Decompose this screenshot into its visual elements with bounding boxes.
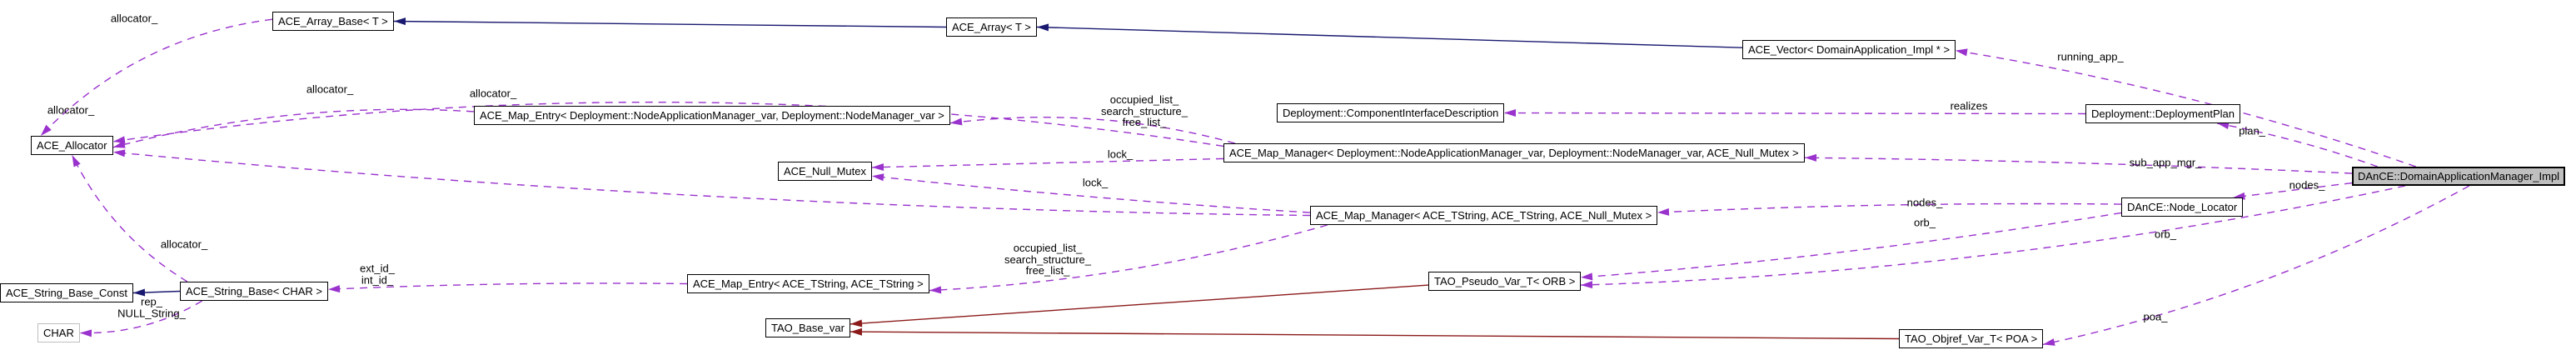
class-node-map_entry_dep[interactable]: ACE_Map_Entry< Deployment::NodeApplicati… (474, 106, 950, 125)
edge-label-nodes: nodes_ (1906, 196, 1943, 209)
arrowhead-map_manager_tstring-map_entry_tstring (929, 286, 942, 294)
edge-map_manager_tstring-ace_null_mutex (871, 175, 1311, 213)
edge-label-plan: plan_ (2239, 124, 2265, 138)
arrowhead-dance_dam-ace_vector (1956, 48, 1968, 57)
arrowhead-ace_vector-ace_array (1037, 23, 1049, 32)
class-node-char_node[interactable]: CHAR (37, 323, 80, 342)
class-node-string_base_char[interactable]: ACE_String_Base< CHAR > (180, 282, 329, 301)
edge-dance_dam-tao_pseudo_orb (1580, 185, 2406, 286)
edge-map_entry_dep-ace_allocator (112, 108, 475, 148)
arrowhead-node_locator-map_manager_tstring (1657, 208, 1670, 216)
edge-map_entry_tstring-string_base_char (327, 282, 688, 290)
edge-map_manager_dep-map_entry_dep (949, 117, 1236, 144)
arrowhead-map_manager_dep-map_entry_dep (950, 118, 963, 126)
edge-dance_dam-node_locator (2233, 182, 2353, 198)
arrowhead-tao_objref_poa-tao_base_var (850, 328, 863, 336)
class-node-map_manager_tstring[interactable]: ACE_Map_Manager< ACE_TString, ACE_TStrin… (1310, 206, 1658, 225)
arrowhead-string_base_char-ace_allocator (72, 155, 81, 168)
edge-tao_pseudo_orb-tao_base_var (850, 284, 1429, 325)
edge-dance_dam-map_manager_dep (1804, 157, 2353, 174)
arrowhead-dance_dam-deployment_plan (2217, 122, 2230, 129)
edge-label-ext-id: ext_id_ int_id_ (360, 262, 395, 286)
edge-dance_dam-deployment_plan (2216, 122, 2378, 168)
arrowhead-dance_dam-tao_objref_poa (2043, 338, 2055, 346)
edge-label-running-app: running_app_ (2057, 50, 2124, 63)
edge-map_manager_tstring-ace_allocator (112, 151, 1311, 217)
arrowhead-map_manager_dep-ace_null_mutex (872, 163, 884, 172)
arrowhead-string_base_char-char_node (80, 329, 92, 338)
arrowhead-ace_array-ace_array_base (394, 18, 406, 26)
edge-label-occupied-list: occupied_list_ search_structure_ free_li… (1100, 92, 1188, 128)
arrowhead-string_base_char-string_base_const (133, 288, 146, 297)
class-node-map_manager_dep[interactable]: ACE_Map_Manager< Deployment::NodeApplica… (1223, 143, 1805, 162)
class-node-tao_pseudo_orb[interactable]: TAO_Pseudo_Var_T< ORB > (1428, 272, 1582, 291)
class-node-comp_iface_desc[interactable]: Deployment::ComponentInterfaceDescriptio… (1277, 103, 1505, 122)
edge-map_manager_dep-ace_allocator (112, 101, 1224, 148)
edge-label-allocator: allocator_ (47, 103, 95, 117)
arrowhead-map_manager_tstring-ace_null_mutex (872, 173, 884, 182)
edge-label-lock: lock_ (1107, 148, 1134, 161)
edge-label-poa: poa_ (2143, 310, 2168, 323)
edge-node_locator-tao_pseudo_orb (1580, 212, 2122, 278)
edge-label-orb: orb_ (2154, 228, 2177, 241)
class-node-map_entry_tstring[interactable]: ACE_Map_Entry< ACE_TString, ACE_TString … (687, 274, 929, 293)
edge-ace_vector-ace_array (1036, 26, 1743, 48)
arrowhead-map_manager_tstring-ace_allocator (113, 149, 126, 158)
class-node-string_base_const[interactable]: ACE_String_Base_Const (0, 283, 133, 302)
edge-label-nodes: nodes_ (2289, 178, 2325, 192)
edge-label-occupied-list: occupied_list_ search_structure_ free_li… (1004, 241, 1092, 277)
class-node-tao_base_var[interactable]: TAO_Base_var (765, 318, 850, 338)
class-node-deployment_plan[interactable]: Deployment::DeploymentPlan (2085, 104, 2240, 123)
edge-string_base_char-char_node (79, 300, 203, 334)
class-node-tao_objref_poa[interactable]: TAO_Objref_Var_T< POA > (1899, 329, 2044, 348)
arrowhead-node_locator-tao_pseudo_orb (1581, 272, 1593, 281)
edge-deployment_plan-comp_iface_desc (1503, 112, 2086, 115)
arrowhead-deployment_plan-comp_iface_desc (1504, 109, 1517, 118)
edge-tao_objref_poa-tao_base_var (850, 331, 1900, 340)
edge-map_manager_dep-ace_null_mutex (871, 158, 1224, 168)
edge-label-allocator: allocator_ (160, 238, 208, 251)
edge-ace_array_base-ace_allocator (40, 18, 273, 137)
edge-label-allocator: allocator_ (469, 87, 517, 100)
arrowhead-tao_pseudo_orb-tao_base_var (850, 319, 863, 328)
class-node-ace_vector[interactable]: ACE_Vector< DomainApplication_Impl * > (1742, 40, 1956, 59)
class-node-ace_array_base[interactable]: ACE_Array_Base< T > (272, 12, 394, 31)
arrowhead-ace_array_base-ace_allocator (40, 124, 52, 136)
edge-ace_array-ace_array_base (393, 20, 947, 28)
arrowhead-map_entry_tstring-string_base_char (328, 285, 341, 293)
class-node-node_locator[interactable]: DAnCE::Node_Locator (2121, 198, 2244, 217)
arrowhead-map_entry_dep-ace_allocator (113, 140, 126, 148)
edge-dance_dam-tao_objref_poa (2042, 185, 2470, 346)
edge-label-allocator: allocator_ (110, 12, 158, 25)
edge-label-sub-app-mgr: sub_app_mgr_ (2129, 156, 2202, 169)
edge-string_base_char-ace_allocator (71, 154, 188, 282)
edge-label-lock: lock_ (1082, 176, 1109, 189)
edge-map_manager_tstring-map_entry_tstring (929, 224, 1328, 292)
class-node-dance_dam[interactable]: DAnCE::DomainApplicationManager_Impl (2352, 167, 2566, 186)
edge-node_locator-map_manager_tstring (1657, 202, 2122, 213)
edge-label-allocator: allocator_ (306, 82, 354, 96)
class-node-ace_allocator[interactable]: ACE_Allocator (31, 136, 113, 155)
edge-label-rep: rep_ NULL_String_ (117, 295, 186, 319)
edge-label-orb: orb_ (1913, 216, 1936, 229)
class-node-ace_array[interactable]: ACE_Array< T > (946, 18, 1037, 37)
arrowhead-dance_dam-map_manager_dep (1805, 153, 1817, 162)
edge-label-realizes: realizes (1950, 99, 1988, 112)
arrowhead-dance_dam-tao_pseudo_orb (1581, 281, 1593, 289)
class-node-ace_null_mutex[interactable]: ACE_Null_Mutex (778, 162, 872, 181)
